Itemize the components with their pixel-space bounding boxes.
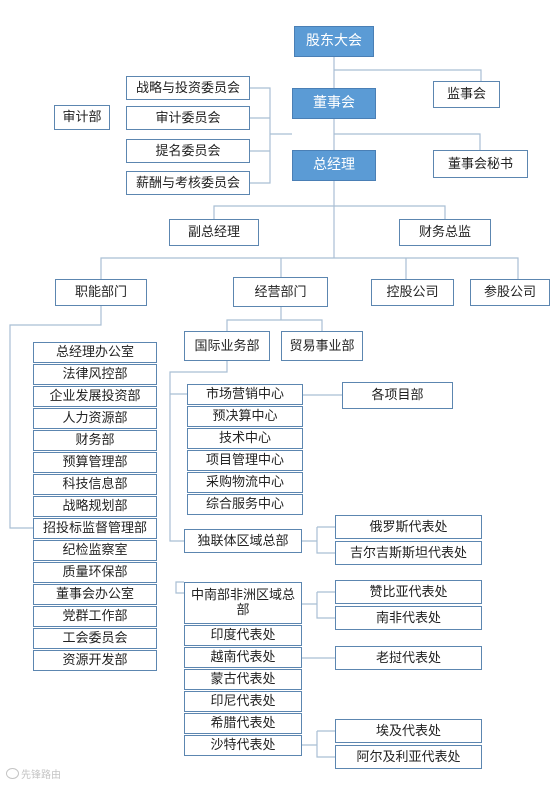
kyrgyzstan-office-box: 吉尔吉斯斯坦代表处 — [335, 541, 482, 565]
algeria-office-box: 阿尔及利亚代表处 — [335, 745, 482, 769]
board-of-directors-box: 董事会 — [292, 88, 376, 119]
egypt-office-box: 埃及代表处 — [335, 719, 482, 743]
holding-companies-box: 控股公司 — [371, 279, 454, 306]
intl-center-item: 综合服务中心 — [187, 494, 303, 515]
connector-deputy-cfo — [213, 205, 446, 219]
intl-office-item: 希腊代表处 — [184, 713, 302, 734]
project-depts-box: 各项目部 — [342, 382, 453, 409]
trade-business-box: 贸易事业部 — [281, 331, 363, 361]
watermark-logo-icon — [6, 768, 19, 779]
functional-dept-item: 资源开发部 — [33, 650, 157, 671]
functional-dept-item: 招投标监督管理部 — [33, 518, 157, 539]
functional-dept-item: 质量环保部 — [33, 562, 157, 583]
connector-secretary — [334, 133, 481, 150]
deputy-gm-box: 副总经理 — [169, 219, 259, 246]
functional-dept-item: 纪检监察室 — [33, 540, 157, 561]
functional-dept-item: 人力资源部 — [33, 408, 157, 429]
connector-intl — [169, 361, 228, 542]
intl-center-item: 技术中心 — [187, 428, 303, 449]
laos-office-box: 老挝代表处 — [335, 646, 482, 670]
audit-department-box: 审计部 — [54, 105, 110, 130]
functional-dept-item: 总经理办公室 — [33, 342, 157, 363]
connector-supervisory — [334, 69, 482, 81]
participating-companies-box: 参股公司 — [470, 279, 550, 306]
functional-dept-item: 法律风控部 — [33, 364, 157, 385]
intl-office-item: 蒙古代表处 — [184, 669, 302, 690]
intl-center-item: 市场营销中心 — [187, 384, 303, 405]
intl-center-item: 项目管理中心 — [187, 450, 303, 471]
intl-office-item: 越南代表处 — [184, 647, 302, 668]
functional-dept-item: 企业发展投资部 — [33, 386, 157, 407]
intl-business-box: 国际业务部 — [184, 331, 270, 361]
general-manager-box: 总经理 — [292, 150, 376, 181]
functional-dept-item: 战略规划部 — [33, 496, 157, 517]
zambia-office-box: 赞比亚代表处 — [335, 580, 482, 604]
intl-office-item: 印度代表处 — [184, 625, 302, 646]
functional-depts-box: 职能部门 — [55, 279, 147, 306]
connector-operating — [226, 307, 323, 331]
connector-mideast — [302, 730, 335, 758]
shareholders-meeting-box: 股东大会 — [294, 26, 374, 57]
connector-cis — [302, 526, 335, 554]
operating-depts-box: 经营部门 — [233, 277, 328, 307]
audit-committee-box: 审计委员会 — [126, 106, 250, 130]
board-secretary-box: 董事会秘书 — [433, 150, 528, 178]
russia-office-box: 俄罗斯代表处 — [335, 515, 482, 539]
strategy-committee-box: 战略与投资委员会 — [126, 76, 250, 100]
cis-region-box: 独联体区域总部 — [184, 529, 302, 553]
compensation-committee-box: 薪酬与考核委员会 — [126, 171, 250, 195]
africa-region-box: 中南部非洲区域总部 — [184, 582, 302, 624]
functional-dept-item: 工会委员会 — [33, 628, 157, 649]
connector-functional — [9, 306, 102, 529]
cfo-box: 财务总监 — [399, 219, 491, 246]
connector-committees — [250, 87, 292, 184]
nomination-committee-box: 提名委员会 — [126, 139, 250, 163]
functional-dept-item: 科技信息部 — [33, 474, 157, 495]
connector-africa — [175, 581, 184, 594]
watermark: 先锋路由 — [6, 766, 61, 781]
south-africa-office-box: 南非代表处 — [335, 606, 482, 630]
connector-africa-offices — [302, 591, 335, 619]
intl-office-item: 沙特代表处 — [184, 735, 302, 756]
supervisory-board-box: 监事会 — [433, 81, 500, 108]
functional-dept-item: 财务部 — [33, 430, 157, 451]
functional-dept-item: 董事会办公室 — [33, 584, 157, 605]
intl-center-item: 预决算中心 — [187, 406, 303, 427]
watermark-text: 先锋路由 — [21, 770, 61, 781]
connector-dept-bus — [100, 257, 519, 279]
functional-dept-item: 党群工作部 — [33, 606, 157, 627]
intl-office-item: 印尼代表处 — [184, 691, 302, 712]
functional-dept-item: 预算管理部 — [33, 452, 157, 473]
intl-center-item: 采购物流中心 — [187, 472, 303, 493]
